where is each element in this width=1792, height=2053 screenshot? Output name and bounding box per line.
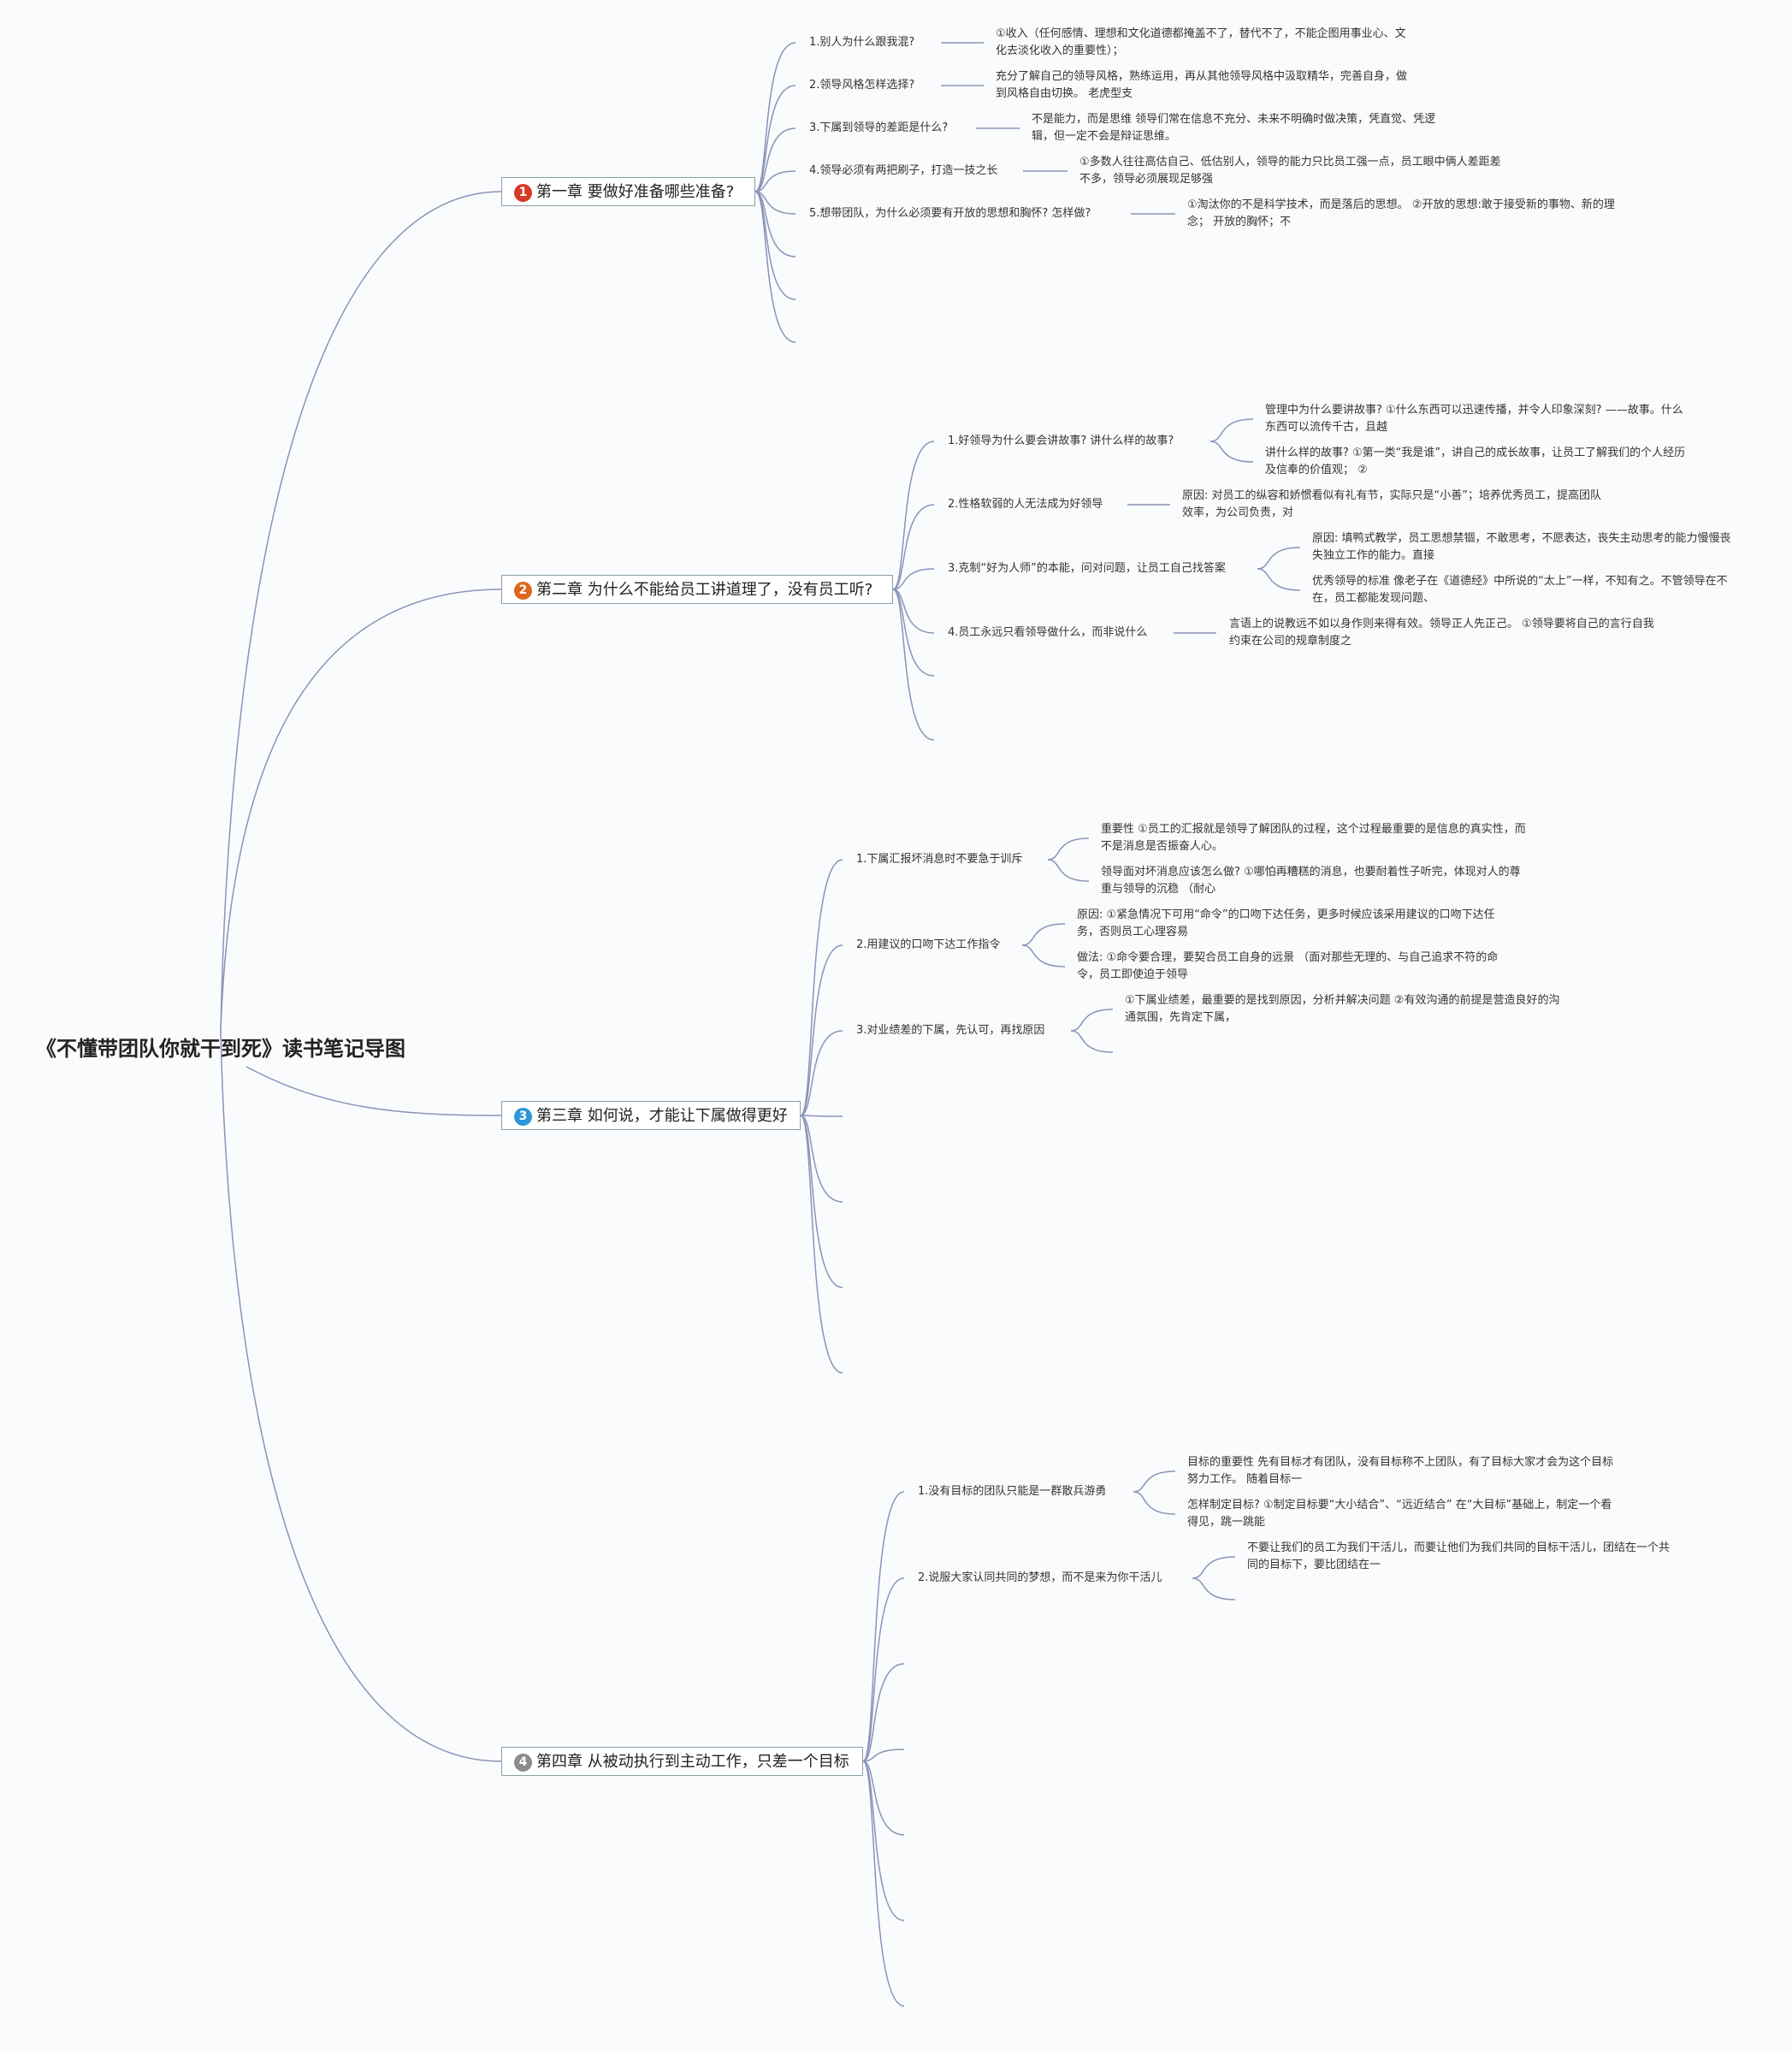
ch1-q1[interactable]: 1.别人为什么跟我混? — [809, 36, 915, 49]
number-2-badge-icon: 2 — [514, 582, 532, 600]
connector-line — [1021, 944, 1066, 967]
chapter-title: 第二章 为什么不能给员工讲道理了，没有员工听? — [536, 581, 873, 599]
connector-line — [1257, 568, 1301, 591]
connector-line — [1133, 1470, 1176, 1493]
ch1-q3-answer[interactable]: 不是能力，而是思维 领导们常在信息不充分、未来不明确时做决策，凭直觉、凭逻辑，但… — [1032, 113, 1436, 143]
connector-line — [800, 944, 843, 1116]
connector-line — [800, 1115, 843, 1374]
ch2-q2-answer[interactable]: 原因: 对员工的纵容和娇惯看似有礼有节，实际只是“小善”；培养优秀员工，提高团队… — [1182, 489, 1601, 519]
connector-line — [754, 191, 796, 343]
connector-line — [1209, 418, 1254, 442]
connector-line — [892, 589, 935, 741]
ch3-q2[interactable]: 2.用建议的口吻下达工作指令 — [856, 938, 1001, 951]
ch1-q5-answer[interactable]: ①淘汰你的不是科学技术，而是落后的思想。 ②开放的思想:敢于接受新的事物、新的理… — [1187, 198, 1615, 228]
chapter-title: 第一章 要做好准备哪些准备? — [536, 183, 735, 201]
connector-line — [862, 1760, 905, 2007]
ch3-q1[interactable]: 1.下属汇报坏消息时不要急于训斥 — [856, 853, 1023, 866]
connector-line — [1047, 859, 1090, 882]
connector-line — [800, 1115, 843, 1288]
ch1-q5[interactable]: 5.想带团队，为什么必须要有开放的思想和胸怀? 怎样做? — [809, 207, 1091, 220]
connector-line — [892, 589, 935, 634]
ch3-q3[interactable]: 3.对业绩差的下属，先认可，再找原因 — [856, 1024, 1045, 1037]
connector-line — [754, 127, 796, 192]
connector-line — [800, 1115, 843, 1117]
connector-line — [800, 1115, 843, 1203]
connector-line — [754, 170, 796, 192]
chapter-title: 第四章 从被动执行到主动工作，只差一个目标 — [536, 1753, 849, 1771]
connector-line — [220, 589, 502, 1032]
connector-line — [892, 441, 935, 590]
connector-line — [754, 191, 796, 215]
connector-line — [1257, 547, 1301, 570]
ch1-q4[interactable]: 4.领导必须有两把刷子，打造一技之长 — [809, 164, 998, 177]
chapter-1-topic[interactable]: 1 第一章 要做好准备哪些准备? — [501, 177, 755, 206]
ch1-q2-answer[interactable]: 充分了解自己的领导风格，熟练运用，再从其他领导风格中汲取精华，完善自身，做到风格… — [996, 70, 1408, 100]
connector-line — [862, 1491, 905, 1762]
chapter-4-topic[interactable]: 4 第四章 从被动执行到主动工作，只差一个目标 — [501, 1747, 863, 1776]
connector-line — [245, 1066, 502, 1116]
connector-line — [892, 589, 935, 677]
connector-line — [800, 859, 843, 1116]
connector-line — [1047, 837, 1090, 861]
root-topic[interactable]: 《不懂带团队你就干到死》读书笔记导图 — [36, 1037, 405, 1061]
chapter-3-topic[interactable]: 3 第三章 如何说，才能让下属做得更好 — [501, 1101, 801, 1130]
connector-line — [220, 191, 502, 1032]
ch4-q1-answer-1[interactable]: 目标的重要性 先有目标才有团队，没有目标称不上团队，有了目标大家才会为这个目标努… — [1187, 1456, 1614, 1486]
ch1-q1-answer[interactable]: ①收入（任何感情、理想和文化道德都掩盖不了，替代不了，不能企图用事业心、文化去淡… — [996, 27, 1406, 57]
connector-line — [754, 85, 796, 192]
ch3-q2-answer-1[interactable]: 原因: ①紧急情况下可用“命令”的口吻下达任务，更多时候应该采用建议的口吻下达任… — [1077, 908, 1495, 938]
connector-line — [754, 42, 796, 192]
ch4-q1[interactable]: 1.没有目标的团队只能是一群散兵游勇 — [918, 1485, 1107, 1498]
ch3-q1-answer-2[interactable]: 领导面对坏消息应该怎么做? ①哪怕再糟糕的消息，也要耐着性子听完，体现对人的尊重… — [1101, 866, 1521, 896]
connector-line — [220, 1030, 502, 1762]
connector-line — [862, 1663, 905, 1762]
connector-line — [1070, 1030, 1114, 1053]
ch4-q1-answer-2[interactable]: 怎样制定目标? ①制定目标要“大小结合”、“远近结合” 在“大目标”基础上，制定… — [1187, 1499, 1612, 1529]
connector-line — [1133, 1491, 1176, 1515]
connector-line — [862, 1760, 905, 1836]
ch2-q4[interactable]: 4.员工永远只看领导做什么，而非说什么 — [948, 626, 1148, 639]
connector-line — [892, 504, 935, 590]
ch2-q3[interactable]: 3.克制“好为人师”的本能，问对问题，让员工自己找答案 — [948, 562, 1226, 575]
ch2-q1-answer-2[interactable]: 讲什么样的故事? ①第一类“我是谁”，讲自己的成长故事，让员工了解我们的个人经历… — [1265, 447, 1686, 476]
number-3-badge-icon: 3 — [514, 1108, 532, 1126]
connector-line — [892, 568, 935, 590]
number-1-badge-icon: 1 — [514, 184, 532, 202]
ch1-q3[interactable]: 3.下属到领导的差距是什么? — [809, 121, 949, 134]
ch4-q2[interactable]: 2.说服大家认同共同的梦想，而不是来为你干活儿 — [918, 1571, 1162, 1584]
connector-line — [800, 1030, 843, 1116]
connector-line — [1021, 923, 1066, 946]
connector-line — [862, 1760, 905, 1921]
connector-line — [862, 1577, 905, 1762]
connector-line — [1070, 1009, 1114, 1032]
ch4-q2-answer[interactable]: 不要让我们的员工为我们干活儿，而要让他们为我们共同的目标干活儿，团结在一个共同的… — [1247, 1541, 1671, 1571]
ch2-q2[interactable]: 2.性格软弱的人无法成为好领导 — [948, 498, 1103, 511]
number-4-badge-icon: 4 — [514, 1754, 532, 1772]
connector-line — [1192, 1577, 1236, 1600]
connector-line — [1209, 441, 1254, 463]
ch2-q3-answer-2[interactable]: 优秀领导的标准 像老子在《道德经》中所说的“太上”一样，不知有之。不管领导在不在… — [1312, 575, 1728, 605]
ch2-q3-answer-1[interactable]: 原因: 填鸭式教学，员工思想禁锢，不敢思考，不愿表达，丧失主动思考的能力慢慢丧失… — [1312, 532, 1731, 562]
chapter-2-topic[interactable]: 2 第二章 为什么不能给员工讲道理了，没有员工听? — [501, 575, 893, 604]
ch2-q1[interactable]: 1.好领导为什么要会讲故事? 讲什么样的故事? — [948, 435, 1174, 447]
ch2-q4-answer[interactable]: 言语上的说教远不如以身作则来得有效。领导正人先正己。 ①领导要将自己的言行自我约… — [1229, 618, 1654, 648]
ch3-q3-answer[interactable]: ①下属业绩差，最重要的是找到原因，分析并解决问题 ②有效沟通的前提是营造良好的沟… — [1125, 994, 1560, 1024]
ch3-q2-answer-2[interactable]: 做法: ①命令要合理，要契合员工自身的远景 （面对那些无理的、与自己追求不符的命… — [1077, 951, 1499, 981]
chapter-title: 第三章 如何说，才能让下属做得更好 — [536, 1107, 788, 1125]
ch1-q4-answer[interactable]: ①多数人往往高估自己、低估别人，领导的能力只比员工强一点，员工眼中俩人差距差不多… — [1079, 156, 1501, 186]
connector-line — [1192, 1556, 1236, 1579]
connector-line — [862, 1748, 905, 1762]
ch2-q1-answer-1[interactable]: 管理中为什么要讲故事? ①什么东西可以迅速传播，并令人印象深刻? ——故事。什么… — [1265, 404, 1683, 434]
ch3-q1-answer-1[interactable]: 重要性 ①员工的汇报就是领导了解团队的过程，这个过程最重要的是信息的真实性，而不… — [1101, 823, 1526, 853]
ch1-q2[interactable]: 2.领导风格怎样选择? — [809, 79, 915, 92]
